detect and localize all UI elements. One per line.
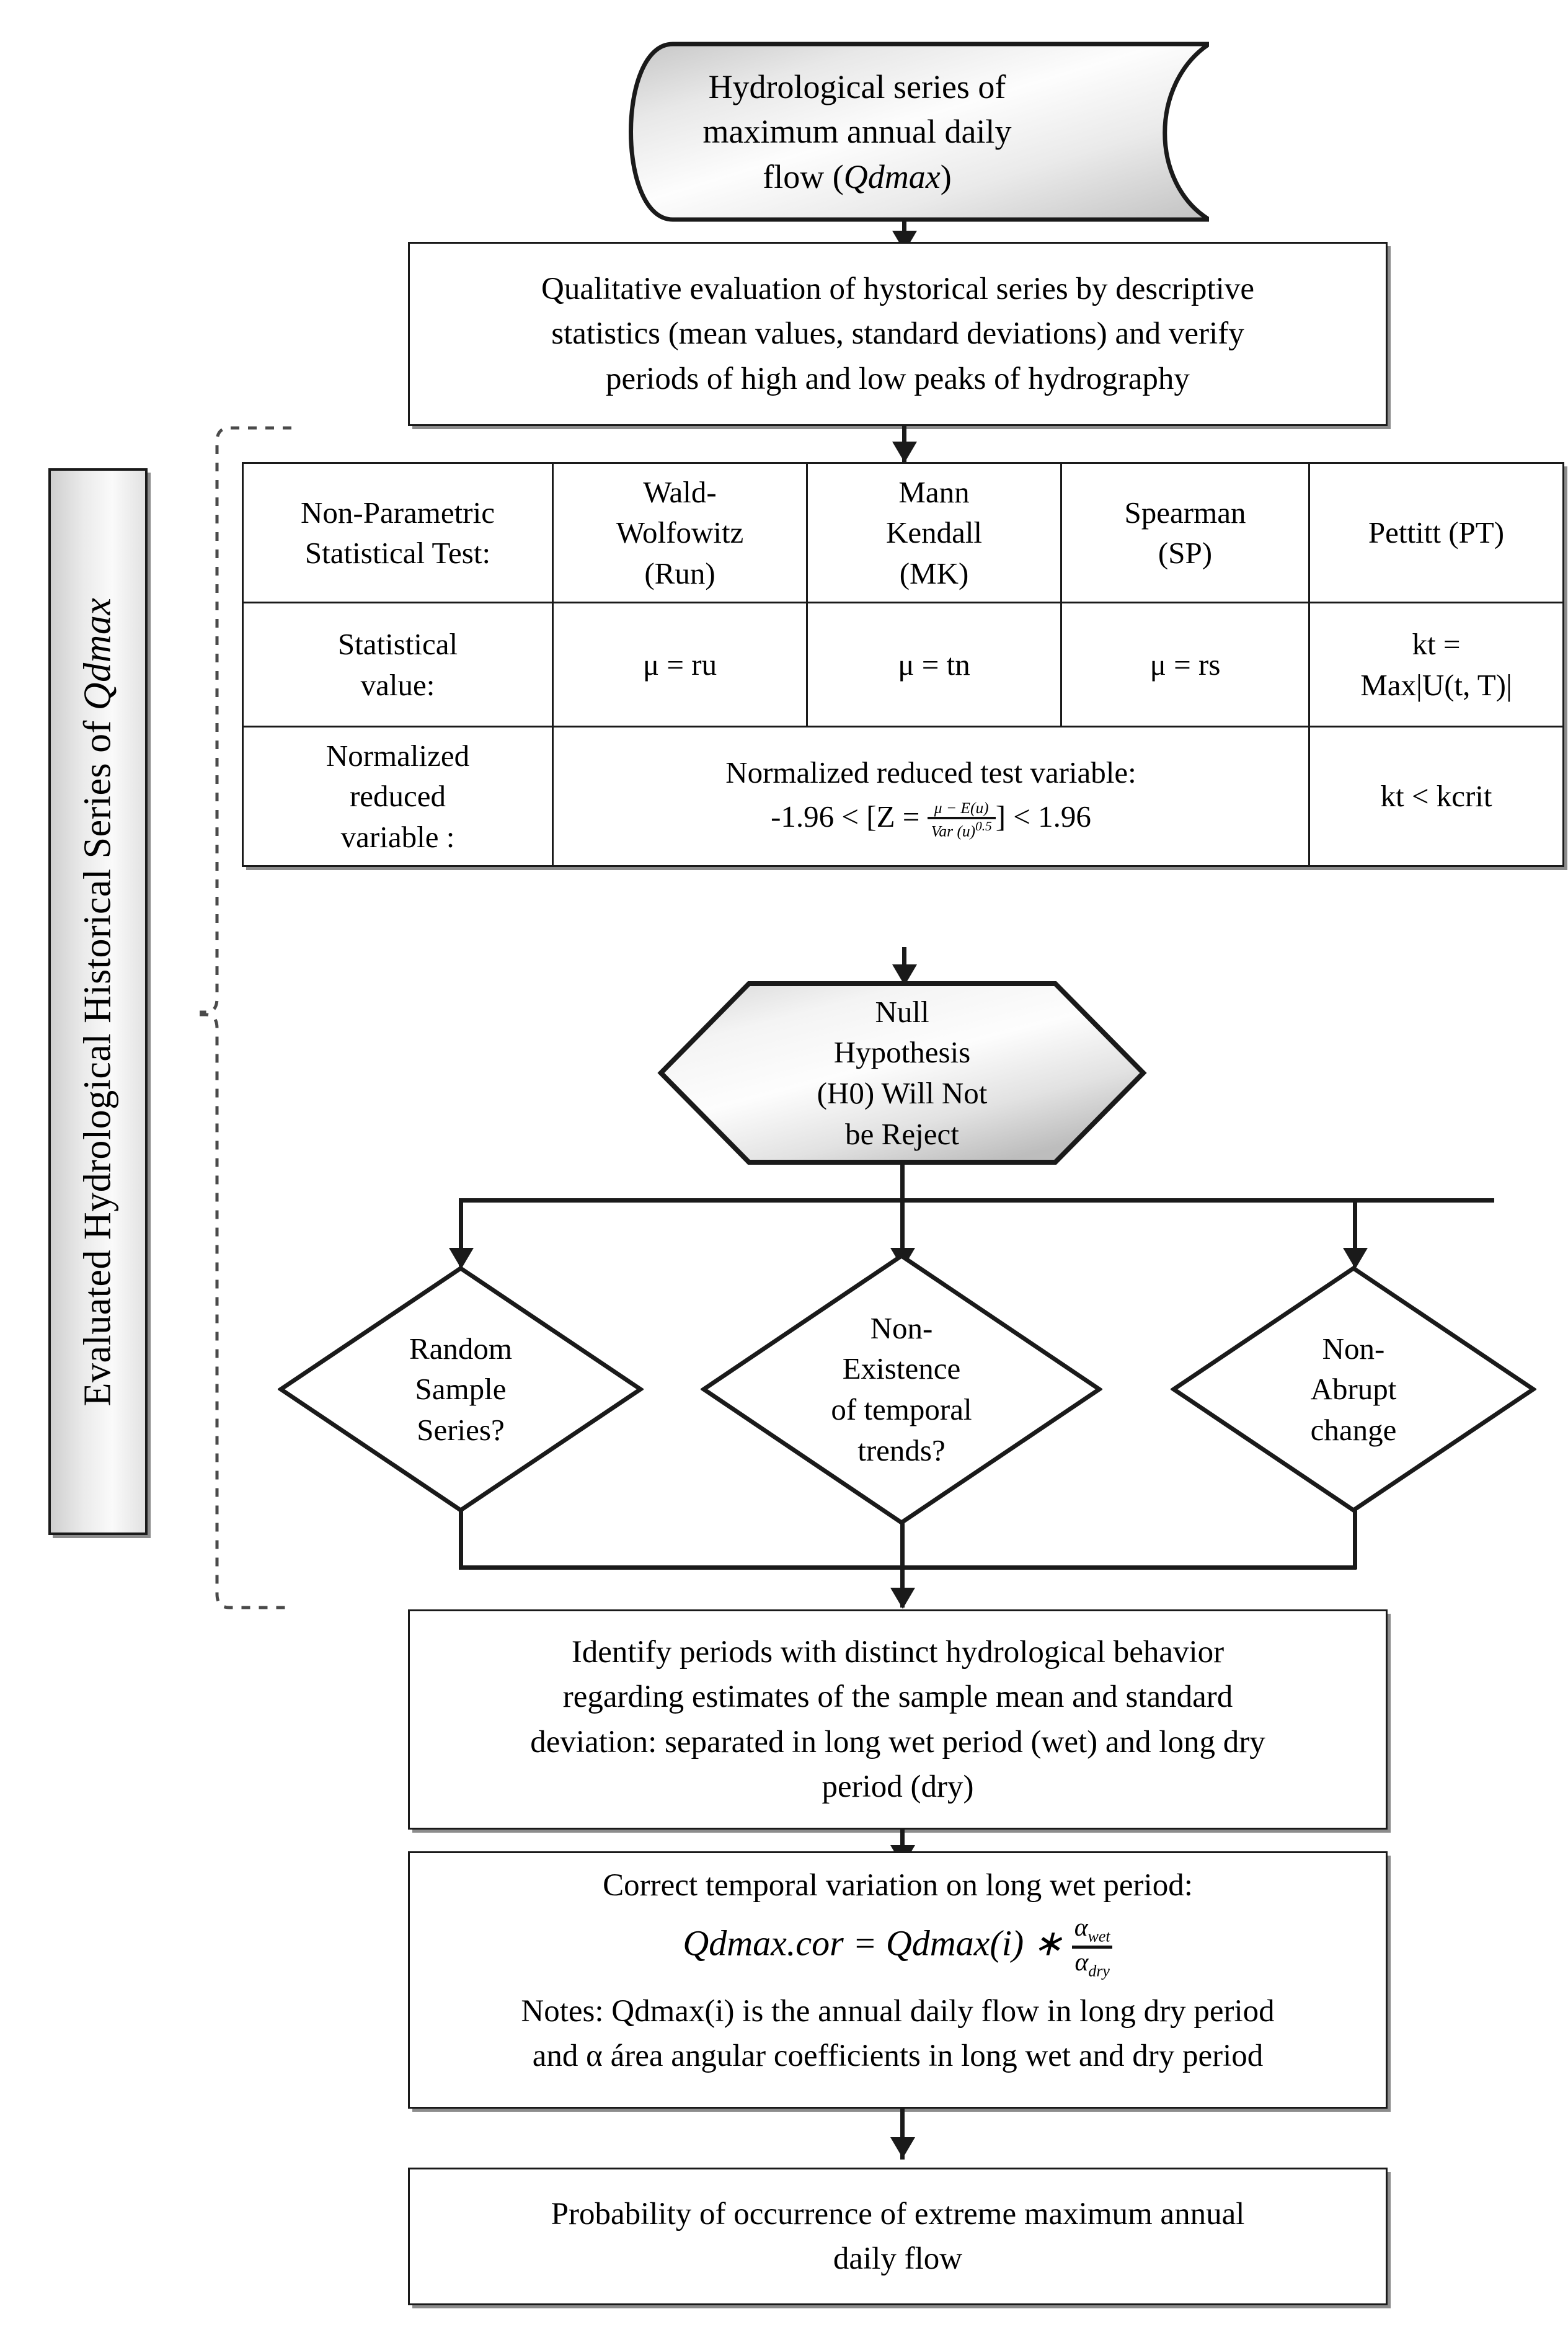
node-probability-text: Probability of occurrence of extreme max…	[551, 2192, 1245, 2282]
abrupt-line-1: Non-	[1322, 1331, 1385, 1366]
trends-line-1: Non-	[870, 1310, 933, 1345]
probability-line-2: daily flow	[833, 2241, 963, 2276]
start-line-1: Hydrological series of	[708, 68, 1006, 105]
decision-trends-text: Non- Existence of temporal trends?	[701, 1253, 1102, 1526]
hypothesis-line-4: be Reject	[845, 1116, 959, 1151]
cell-value-header: Statistical value:	[242, 602, 554, 727]
cell-test-mann: Mann Kendall (MK)	[806, 462, 1062, 603]
correct-note-2: and α área angular coefficients in long …	[532, 2039, 1264, 2074]
start-line-3: flow (Qdmax)	[763, 158, 952, 195]
node-correct-temporal-variation: Correct temporal variation on long wet p…	[408, 1851, 1388, 2109]
identify-line-4: period (dry)	[822, 1769, 974, 1804]
connector-merge-bus	[459, 1565, 1357, 1570]
statistical-tests-table: Non-Parametric Statistical Test: Wald- W…	[242, 462, 1564, 867]
hypothesis-line-2: Hypothesis	[833, 1035, 971, 1070]
cell-test-header: Non-Parametric Statistical Test:	[242, 462, 554, 603]
random-line-2: Sample	[415, 1372, 507, 1407]
node-decision-random-sample: Random Sample Series?	[278, 1265, 644, 1513]
cell-test-wald: Wald- Wolfowitz (Run)	[552, 462, 808, 603]
cell-value-mk: μ = tn	[806, 602, 1062, 727]
node-start-text: Hydrological series of maximum annual da…	[605, 40, 1209, 223]
connector-merge-center	[900, 1521, 905, 1608]
correct-line-1: Correct temporal variation on long wet p…	[603, 1868, 1193, 1903]
qualitative-line-3: periods of high and low peaks of hydrogr…	[606, 361, 1190, 396]
connector-branch-center	[900, 1198, 905, 1266]
decision-abrupt-text: Non- Abrupt change	[1171, 1265, 1536, 1513]
node-identify-periods: Identify periods with distinct hydrologi…	[408, 1609, 1388, 1830]
data-shape-outline	[629, 42, 1209, 222]
cell-test-pettitt: Pettitt (PT)	[1308, 462, 1564, 603]
connector-hypothesis-stem	[900, 1163, 905, 1201]
table-row-values: Statistical value: μ = ru μ = tn μ = rs …	[242, 602, 1564, 727]
connector-correct-to-probability	[900, 2109, 905, 2160]
connector-branch-left	[459, 1198, 463, 1266]
connector-branch-bus	[459, 1198, 1494, 1203]
cell-normalized-header: Normalized reduced variable :	[242, 726, 554, 867]
arrowhead-diamond-left	[449, 1248, 474, 1269]
cell-normalized-kcrit: kt < kcrit	[1308, 726, 1564, 867]
identify-line-3: deviation: separated in long wet period …	[530, 1724, 1265, 1759]
node-decision-temporal-trends: Non- Existence of temporal trends?	[701, 1253, 1102, 1526]
random-line-3: Series?	[417, 1412, 505, 1447]
hypothesis-text: Null Hypothesis (H0) Will Not be Reject	[657, 980, 1147, 1166]
cell-value-pt: kt = Max|U(t, T)|	[1308, 602, 1564, 727]
node-start: Hydrological series of maximum annual da…	[605, 40, 1209, 223]
node-correct-text: Correct temporal variation on long wet p…	[410, 1853, 1386, 2079]
node-probability-occurrence: Probability of occurrence of extreme max…	[408, 2168, 1388, 2305]
node-decision-abrupt-change: Non- Abrupt change	[1171, 1265, 1536, 1513]
formula-denominator: αdry	[1072, 1946, 1112, 1980]
identify-line-2: regarding estimates of the sample mean a…	[562, 1679, 1233, 1715]
arrowhead-probability	[890, 2137, 915, 2158]
sidebar-label: Evaluated Hydrological Historical Series…	[76, 597, 119, 1406]
hypothesis-line-1: Null	[875, 994, 929, 1029]
arrowhead-table	[892, 442, 917, 463]
normalized-title: Normalized reduced test variable:	[725, 755, 1136, 790]
cell-normalized-formula: Normalized reduced test variable: -1.96 …	[552, 726, 1310, 867]
trends-line-3: of temporal	[831, 1392, 972, 1426]
connector-merge-right	[1353, 1508, 1357, 1569]
cell-test-spearman: Spearman (SP)	[1060, 462, 1310, 603]
sidebar-evaluated-series: Evaluated Hydrological Historical Series…	[48, 468, 148, 1535]
arrowhead-identify	[890, 1588, 915, 1609]
random-line-1: Random	[409, 1331, 513, 1366]
abrupt-line-3: change	[1310, 1412, 1397, 1447]
trends-line-4: trends?	[857, 1433, 946, 1467]
cell-value-sp: μ = rs	[1060, 602, 1310, 727]
qualitative-line-2: statistics (mean values, standard deviat…	[551, 316, 1244, 352]
node-qualitative-text: Qualitative evaluation of hystorical ser…	[541, 267, 1254, 401]
abrupt-line-2: Abrupt	[1310, 1372, 1397, 1407]
node-qualitative-evaluation: Qualitative evaluation of hystorical ser…	[408, 242, 1388, 426]
hexagon-outline	[657, 981, 1147, 1165]
node-null-hypothesis: Null Hypothesis (H0) Will Not be Reject	[657, 980, 1147, 1166]
table-row-tests: Non-Parametric Statistical Test: Wald- W…	[242, 462, 1564, 603]
connector-branch-right	[1353, 1198, 1357, 1266]
connector-merge-left	[459, 1508, 463, 1569]
qualitative-line-1: Qualitative evaluation of hystorical ser…	[541, 271, 1254, 306]
trends-line-2: Existence	[842, 1351, 961, 1386]
correct-note-1: Notes: Qdmax(i) is the annual daily flow…	[521, 1994, 1275, 2029]
decision-random-text: Random Sample Series?	[278, 1265, 644, 1513]
normalized-formula: -1.96 < [Z = μ − E(u)Var (u)0.5] < 1.96	[771, 798, 1091, 840]
arrowhead-diamond-right	[1343, 1248, 1368, 1269]
identify-line-1: Identify periods with distinct hydrologi…	[571, 1634, 1225, 1670]
probability-line-1: Probability of occurrence of extreme max…	[551, 2196, 1245, 2231]
cell-value-run: μ = ru	[552, 602, 808, 727]
node-identify-text: Identify periods with distinct hydrologi…	[530, 1630, 1265, 1810]
table-row-normalized: Normalized reduced variable : Normalized…	[242, 726, 1564, 867]
hypothesis-line-3: (H0) Will Not	[817, 1076, 988, 1110]
start-line-2: maximum annual daily	[702, 113, 1012, 151]
formula-numerator: αwet	[1074, 1913, 1110, 1946]
